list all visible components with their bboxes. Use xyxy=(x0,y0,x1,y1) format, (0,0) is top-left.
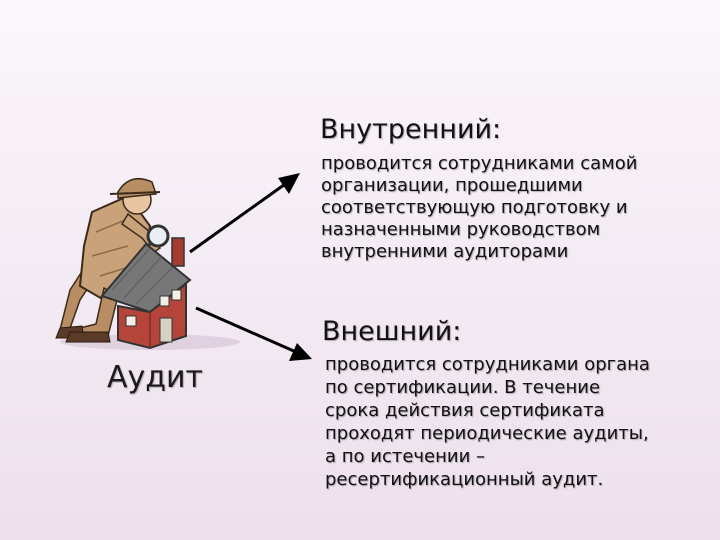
external-desc-line: проводится сотрудниками органа xyxy=(325,354,650,375)
internal-desc-line: внутренними аудиторами xyxy=(321,241,569,262)
external-desc-line: ресертификационный аудит. xyxy=(325,469,604,490)
internal-desc-line: назначенными руководством xyxy=(321,219,601,240)
external-audit-title: Внешний: xyxy=(322,316,462,347)
internal-audit-title: Внутренний: xyxy=(320,114,502,145)
arrow-down-right-icon xyxy=(195,306,312,361)
external-desc-line: срока действия сертификата xyxy=(325,400,605,421)
arrow-up-right-icon xyxy=(189,173,300,254)
internal-desc-line: соответствующую подготовку и xyxy=(321,197,628,218)
external-desc-line: по сертификации. В течение xyxy=(325,377,601,398)
external-audit-description: проводится сотрудниками органа по сертиф… xyxy=(325,353,705,491)
external-desc-line: а по истечении – xyxy=(325,446,486,467)
audit-label: Аудит xyxy=(107,360,203,395)
internal-desc-line: проводится сотрудниками самой xyxy=(321,153,638,174)
external-desc-line: проходят периодические аудиты, xyxy=(325,423,649,444)
internal-desc-line: организации, прошедшими xyxy=(321,175,583,196)
internal-audit-description: проводится сотрудниками самой организаци… xyxy=(321,153,701,263)
